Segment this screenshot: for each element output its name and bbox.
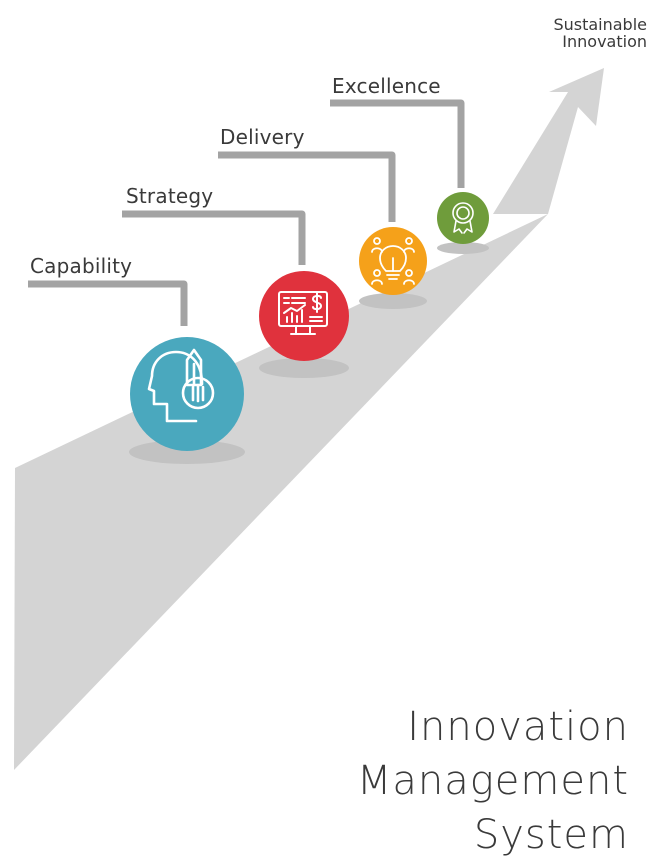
step-node-excellence xyxy=(437,192,489,244)
connector-capability xyxy=(28,280,188,326)
title-line3: System xyxy=(473,812,629,858)
step-label-strategy: Strategy xyxy=(126,184,214,208)
shadow-capability xyxy=(129,440,245,464)
shadow-delivery xyxy=(359,293,427,309)
step-label-excellence: Excellence xyxy=(332,74,441,98)
goal-label: Sustainable Innovation xyxy=(553,16,647,50)
growth-path-arrow xyxy=(14,68,604,770)
goal-label-line2: Innovation xyxy=(562,32,647,51)
goal-label-line1: Sustainable xyxy=(553,15,647,34)
connector-delivery xyxy=(218,151,396,222)
lightbulb-people-icon xyxy=(371,237,415,285)
step-label-capability: Capability xyxy=(30,254,133,278)
connector-lines xyxy=(28,99,465,326)
connector-excellence xyxy=(330,99,465,188)
title-line1: Innovation xyxy=(407,704,629,750)
dashboard-chart-icon xyxy=(278,291,328,335)
connector-strategy xyxy=(122,210,306,265)
step-node-capability xyxy=(130,337,244,451)
award-ribbon-icon xyxy=(452,202,474,234)
diagram-title: Innovation Management System xyxy=(357,700,629,862)
shadow-excellence xyxy=(437,242,489,254)
title-line2: Management xyxy=(356,758,629,804)
shadow-strategy xyxy=(259,358,349,378)
step-node-delivery xyxy=(359,227,427,295)
head-pencil-icon xyxy=(147,348,215,423)
step-label-delivery: Delivery xyxy=(220,125,305,149)
step-node-strategy xyxy=(259,271,349,361)
node-shadows xyxy=(129,242,489,464)
